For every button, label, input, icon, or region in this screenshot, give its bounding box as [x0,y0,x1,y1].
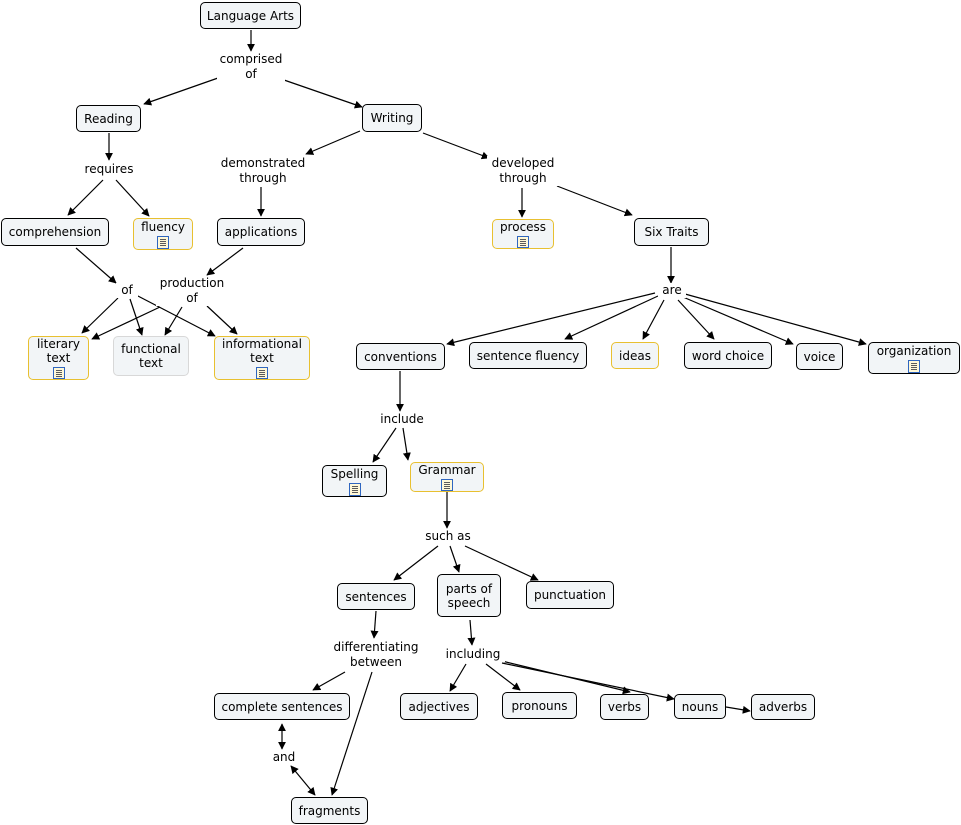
node-informational-text[interactable]: informational text [214,336,310,380]
node-verbs[interactable]: verbs [600,694,649,720]
node-punctuation[interactable]: punctuation [526,581,614,609]
node-informational-text-label-line2: text [250,351,274,365]
link-and-text: and [272,750,296,764]
link-differentiating-between: differentiating between [329,640,423,670]
link-comprised-of-line2: of [245,67,257,81]
node-sentences-label: sentences [345,589,407,604]
document-icon[interactable] [441,479,453,491]
document-icon[interactable] [256,367,268,379]
node-punctuation-label: punctuation [533,588,607,602]
node-adjectives-label: adjectives [408,699,470,714]
link-are-text: are [662,283,682,297]
link-production-of-line2: of [186,291,198,305]
document-icon[interactable] [52,367,65,379]
node-reading-label: Reading [84,111,133,126]
node-adverbs[interactable]: adverbs [751,694,815,720]
link-are: are [658,283,686,298]
node-comprehension[interactable]: comprehension [1,218,109,246]
node-parts-of-speech-label-line2: speech [447,595,491,610]
node-literary-text[interactable]: literary text [28,336,89,380]
node-sentences[interactable]: sentences [337,583,415,610]
document-icon[interactable] [157,235,169,249]
node-process[interactable]: process [492,219,554,249]
link-of-text: of [121,283,133,297]
link-of: of [116,283,138,298]
node-word-choice[interactable]: word choice [684,342,772,369]
link-differentiating-between-line1: differentiating [333,640,419,654]
node-grammar[interactable]: Grammar [410,462,484,492]
node-applications[interactable]: applications [217,218,305,246]
node-spelling-label: Spelling [330,466,379,481]
node-fragments-label: fragments [298,803,361,818]
node-grammar-label: Grammar [418,463,476,477]
node-ideas[interactable]: ideas [611,342,659,369]
link-production-of: production of [156,276,228,306]
link-comprised-of-line1: comprised [219,52,283,66]
link-such-as: such as [419,529,477,544]
node-functional-text[interactable]: functional text [113,336,189,376]
node-voice-label: voice [803,349,836,364]
link-include: include [375,412,429,427]
node-fluency-label: fluency [141,219,185,234]
link-requires-text: requires [84,162,134,176]
node-pronouns-label: pronouns [511,698,568,713]
node-voice[interactable]: voice [796,343,843,370]
node-verbs-label: verbs [607,700,642,714]
node-adverbs-label: adverbs [758,700,808,714]
node-literary-text-label-line2: text [46,351,71,365]
node-functional-text-label-line1: functional [121,342,181,356]
node-complete-sentences-label: complete sentences [221,699,343,714]
link-include-text: include [380,412,424,426]
node-nouns[interactable]: nouns [674,694,726,719]
node-writing-label: Writing [370,111,414,125]
node-functional-text-label-line2: text [139,356,163,370]
node-six-traits[interactable]: Six Traits [634,218,709,246]
node-parts-of-speech-label-line1: parts of [445,581,493,596]
document-icon[interactable] [348,482,361,496]
link-differentiating-between-line2: between [350,655,402,669]
node-sentence-fluency-label: sentence fluency [476,348,580,363]
link-demonstrated-through-line1: demonstrated [220,156,306,170]
link-including-text: including [445,647,501,661]
node-fluency[interactable]: fluency [133,218,193,250]
link-production-of-line1: production [159,276,225,290]
link-and: and [268,750,300,765]
link-comprised-of: comprised of [217,52,285,82]
node-conventions-label: conventions [364,349,437,364]
node-pronouns[interactable]: pronouns [502,692,577,719]
link-such-as-text: such as [425,529,471,543]
node-literary-text-label-line1: literary [36,337,81,351]
node-language-arts[interactable]: Language Arts [200,2,301,29]
node-writing[interactable]: Writing [362,104,422,132]
link-requires: requires [80,162,138,177]
node-word-choice-label: word choice [691,348,765,363]
node-process-label: process [499,220,547,234]
document-icon[interactable] [517,236,529,248]
node-adjectives[interactable]: adjectives [400,693,478,720]
node-comprehension-label: comprehension [8,225,102,239]
link-demonstrated-through-line2: through [239,171,287,185]
node-complete-sentences[interactable]: complete sentences [214,693,350,720]
node-conventions[interactable]: conventions [356,343,445,370]
node-organization[interactable]: organization [868,342,960,374]
link-developed-through-line1: developed [491,156,555,170]
node-organization-label: organization [876,343,952,358]
node-ideas-label: ideas [619,348,651,363]
node-nouns-label: nouns [681,699,719,714]
node-six-traits-label: Six Traits [644,225,699,239]
node-informational-text-label-line1: informational [222,337,302,351]
link-developed-through: developed through [487,156,559,186]
link-developed-through-line2: through [499,171,547,185]
node-reading[interactable]: Reading [76,105,141,132]
node-fragments[interactable]: fragments [291,797,368,824]
link-demonstrated-through: demonstrated through [216,156,310,186]
node-parts-of-speech[interactable]: parts of speech [437,574,501,617]
node-sentence-fluency[interactable]: sentence fluency [469,342,587,369]
link-including: including [441,647,505,662]
document-icon[interactable] [908,359,920,373]
node-spelling[interactable]: Spelling [322,465,387,497]
node-applications-label: applications [224,225,298,239]
node-language-arts-label: Language Arts [206,8,295,23]
